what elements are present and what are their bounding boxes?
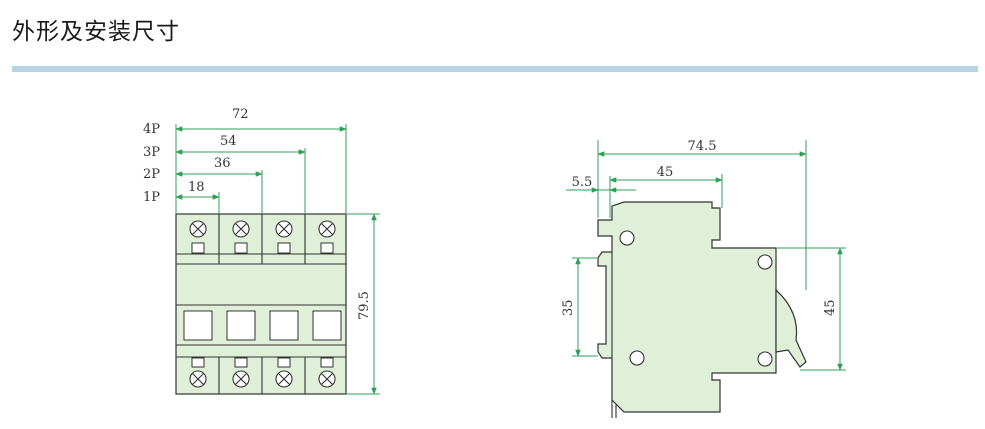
dim-rail-height: 35 [561,299,576,316]
dim-4p-width: 72 [232,107,249,122]
terminal-screws-top [189,220,336,238]
side-view: 74.5 45 5.5 35 45 [561,139,846,418]
dim-2p-width: 36 [214,156,231,171]
label-4p: 4P [143,122,160,137]
label-1p: 1P [143,190,160,205]
terminal-screws-bottom [189,370,336,388]
dim-1p-width: 18 [188,180,205,195]
label-3p: 3P [143,145,160,160]
dim-top-width: 45 [657,165,674,180]
dim-3p-width: 54 [220,134,237,149]
dim-height: 79.5 [357,291,372,320]
dim-right-height: 45 [823,299,838,316]
front-view: 72 54 36 18 4P 3P 2P 1P 79.5 [143,107,380,395]
dim-top-offset: 5.5 [572,175,593,190]
title-divider [12,66,978,72]
page-title: 外形及安装尺寸 [12,19,180,45]
label-2p: 2P [143,167,160,182]
dim-depth: 74.5 [688,139,717,154]
